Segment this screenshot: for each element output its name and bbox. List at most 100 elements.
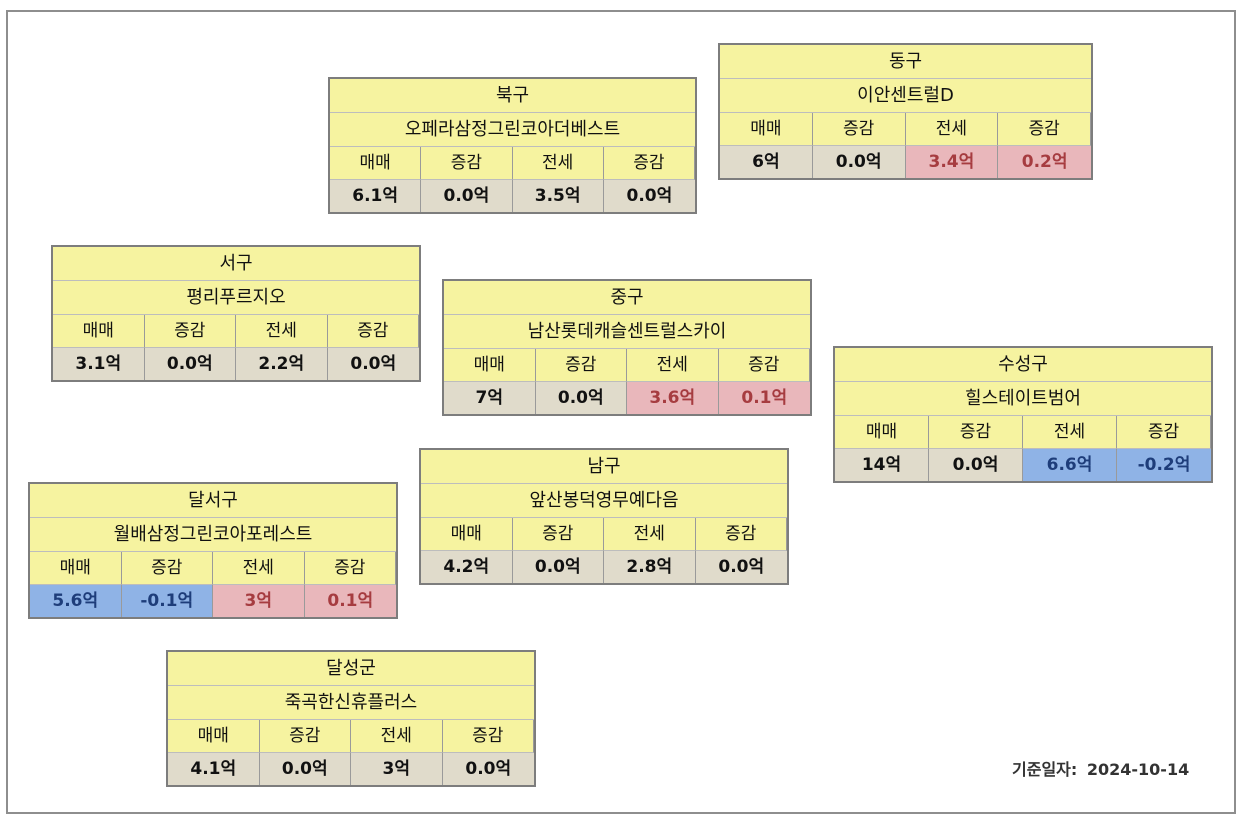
column-header: 증감 xyxy=(1117,416,1211,449)
date-label: 기준일자: xyxy=(1012,760,1078,779)
column-header: 매매 xyxy=(53,315,145,348)
price-value: 6.1억 xyxy=(330,180,422,212)
apartment-name: 오페라삼정그린코아더베스트 xyxy=(330,113,695,147)
column-header: 전세 xyxy=(604,518,696,551)
price-value: 4.2억 xyxy=(421,551,513,583)
apartment-name: 죽곡한신휴플러스 xyxy=(168,686,534,720)
column-header: 증감 xyxy=(259,720,351,753)
district-name: 동구 xyxy=(720,45,1091,79)
apartment-name: 월배삼정그린코아포레스트 xyxy=(30,518,396,552)
price-value: -0.1억 xyxy=(121,585,213,617)
district-name: 수성구 xyxy=(835,348,1211,382)
price-value: 7억 xyxy=(444,382,536,414)
price-value: 0.0억 xyxy=(421,180,513,212)
column-header: 증감 xyxy=(998,113,1091,146)
column-header: 증감 xyxy=(929,416,1023,449)
map-frame xyxy=(6,10,1236,814)
apartment-name: 이안센트럴D xyxy=(720,79,1091,113)
district-name: 달서구 xyxy=(30,484,396,518)
column-header: 전세 xyxy=(351,720,443,753)
price-value: 0.0억 xyxy=(812,146,906,178)
column-header: 전세 xyxy=(236,315,328,348)
price-value: 14억 xyxy=(835,449,929,481)
price-value: 0.0억 xyxy=(327,348,419,380)
column-header: 매매 xyxy=(168,720,260,753)
price-value: 0.0억 xyxy=(535,382,627,414)
date-value: 2024-10-14 xyxy=(1086,760,1190,779)
column-header: 매매 xyxy=(835,416,929,449)
column-header: 증감 xyxy=(327,315,419,348)
price-value: 3.4억 xyxy=(905,146,999,178)
price-value: 0.0억 xyxy=(144,348,236,380)
apartment-name: 힐스테이트범어 xyxy=(835,382,1211,416)
district-name: 달성군 xyxy=(168,652,534,686)
column-header: 증감 xyxy=(603,147,695,180)
column-header: 매매 xyxy=(720,113,813,146)
district-name: 북구 xyxy=(330,79,695,113)
column-header: 증감 xyxy=(812,113,906,146)
column-header: 매매 xyxy=(330,147,422,180)
price-value: 0.1억 xyxy=(718,382,810,414)
price-value: 0.0억 xyxy=(695,551,787,583)
column-header: 증감 xyxy=(304,552,396,585)
price-value: 0.0억 xyxy=(929,449,1023,481)
price-value: 2.8억 xyxy=(604,551,696,583)
price-value: 5.6억 xyxy=(30,585,122,617)
price-value: 3.6억 xyxy=(627,382,719,414)
price-value: 2.2억 xyxy=(236,348,328,380)
price-value: 0.0억 xyxy=(442,753,534,785)
column-header: 증감 xyxy=(144,315,236,348)
column-header: 증감 xyxy=(695,518,787,551)
price-value: 6억 xyxy=(720,146,813,178)
district-name: 중구 xyxy=(444,281,810,315)
price-value: 3억 xyxy=(351,753,443,785)
column-header: 증감 xyxy=(535,349,627,382)
price-value: 3.5억 xyxy=(512,180,604,212)
price-value: 0.0억 xyxy=(603,180,695,212)
column-header: 증감 xyxy=(121,552,213,585)
price-value: 0.0억 xyxy=(259,753,351,785)
price-value: 0.0억 xyxy=(512,551,604,583)
column-header: 전세 xyxy=(1023,416,1117,449)
price-value: -0.2억 xyxy=(1117,449,1211,481)
price-value: 6.6억 xyxy=(1023,449,1117,481)
price-value: 0.2억 xyxy=(998,146,1091,178)
district-name: 남구 xyxy=(421,450,787,484)
column-header: 전세 xyxy=(627,349,719,382)
column-header: 증감 xyxy=(442,720,534,753)
price-value: 3억 xyxy=(213,585,305,617)
price-value: 4.1억 xyxy=(168,753,260,785)
column-header: 매매 xyxy=(30,552,122,585)
column-header: 전세 xyxy=(213,552,305,585)
column-header: 전세 xyxy=(905,113,999,146)
column-header: 증감 xyxy=(421,147,513,180)
column-header: 매매 xyxy=(421,518,513,551)
apartment-name: 앞산봉덕영무예다음 xyxy=(421,484,787,518)
price-value: 3.1억 xyxy=(53,348,145,380)
apartment-name: 평리푸르지오 xyxy=(53,281,419,315)
column-header: 증감 xyxy=(718,349,810,382)
column-header: 증감 xyxy=(512,518,604,551)
district-name: 서구 xyxy=(53,247,419,281)
reference-date: 기준일자: 2024-10-14 xyxy=(1012,756,1193,780)
price-value: 0.1억 xyxy=(304,585,396,617)
column-header: 전세 xyxy=(512,147,604,180)
apartment-name: 남산롯데캐슬센트럴스카이 xyxy=(444,315,810,349)
column-header: 매매 xyxy=(444,349,536,382)
